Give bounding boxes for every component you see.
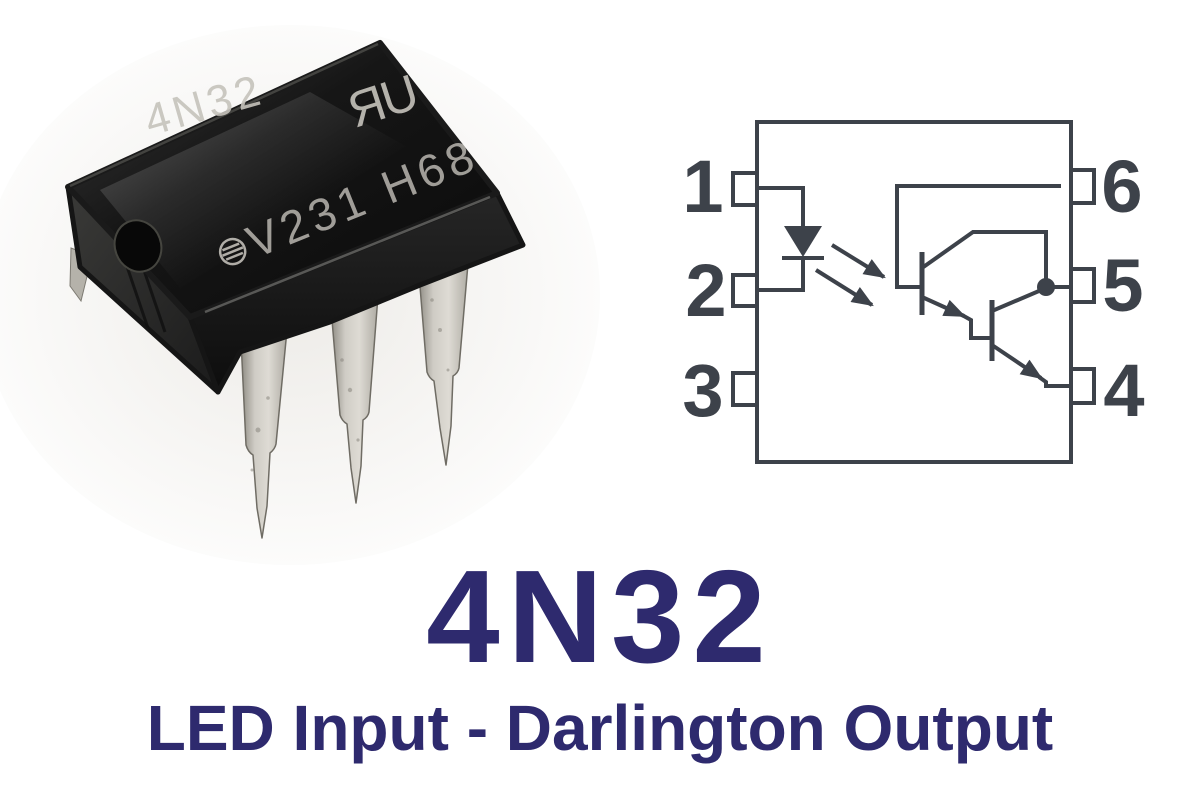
pin-stub-3 <box>731 371 759 407</box>
q2-emitter <box>990 343 1043 380</box>
pin-stub-4 <box>1069 367 1096 405</box>
junction-dot <box>1037 278 1055 296</box>
manufacturer-logo-icon <box>218 237 247 266</box>
chip-pin <box>330 295 379 504</box>
top-edge-highlight <box>69 42 379 188</box>
pin-label: 6 <box>1101 145 1142 228</box>
pin1-indicator-dimple <box>113 219 163 273</box>
pin-stub-6 <box>1069 168 1096 205</box>
darlington-q2 <box>989 286 1071 388</box>
darlington-q1 <box>919 230 1048 340</box>
pin-label: 3 <box>682 349 723 432</box>
light-emission-arrows-icon <box>814 243 886 307</box>
chip-pins-front <box>240 251 470 539</box>
chip-body-front-face <box>187 190 526 395</box>
q1-emitter-elbow <box>961 313 990 340</box>
pin-label: 1 <box>682 145 723 228</box>
q1-collector <box>920 230 1048 281</box>
pin-texture <box>250 298 450 472</box>
chip-pin <box>240 329 288 539</box>
pin-label: 4 <box>1103 349 1144 432</box>
q2-collector <box>991 286 1047 313</box>
front-edge-highlight <box>204 195 491 314</box>
description-subtitle: LED Input - Darlington Output <box>146 692 1054 764</box>
pin-stub-2 <box>731 273 759 308</box>
q2-emitter-elbow <box>1037 375 1071 388</box>
internal-schematic-diagram: 1 2 3 6 5 4 <box>682 120 1145 464</box>
chip-photo: 4N32 ЯU V231 H68 <box>0 25 600 565</box>
pin-stub-1 <box>731 171 759 207</box>
part-number-title: 4N32 <box>426 543 774 690</box>
q1-emitter <box>921 295 967 318</box>
led-anode-triangle <box>784 226 822 257</box>
chip-pin <box>417 251 470 466</box>
led-symbol <box>757 186 824 292</box>
pin-label: 2 <box>685 249 726 332</box>
pin-label: 5 <box>1102 244 1143 327</box>
top-face-sheen <box>100 92 430 300</box>
base-lead-from-pin6 <box>895 184 1061 289</box>
pin-stub-5 <box>1069 267 1096 304</box>
